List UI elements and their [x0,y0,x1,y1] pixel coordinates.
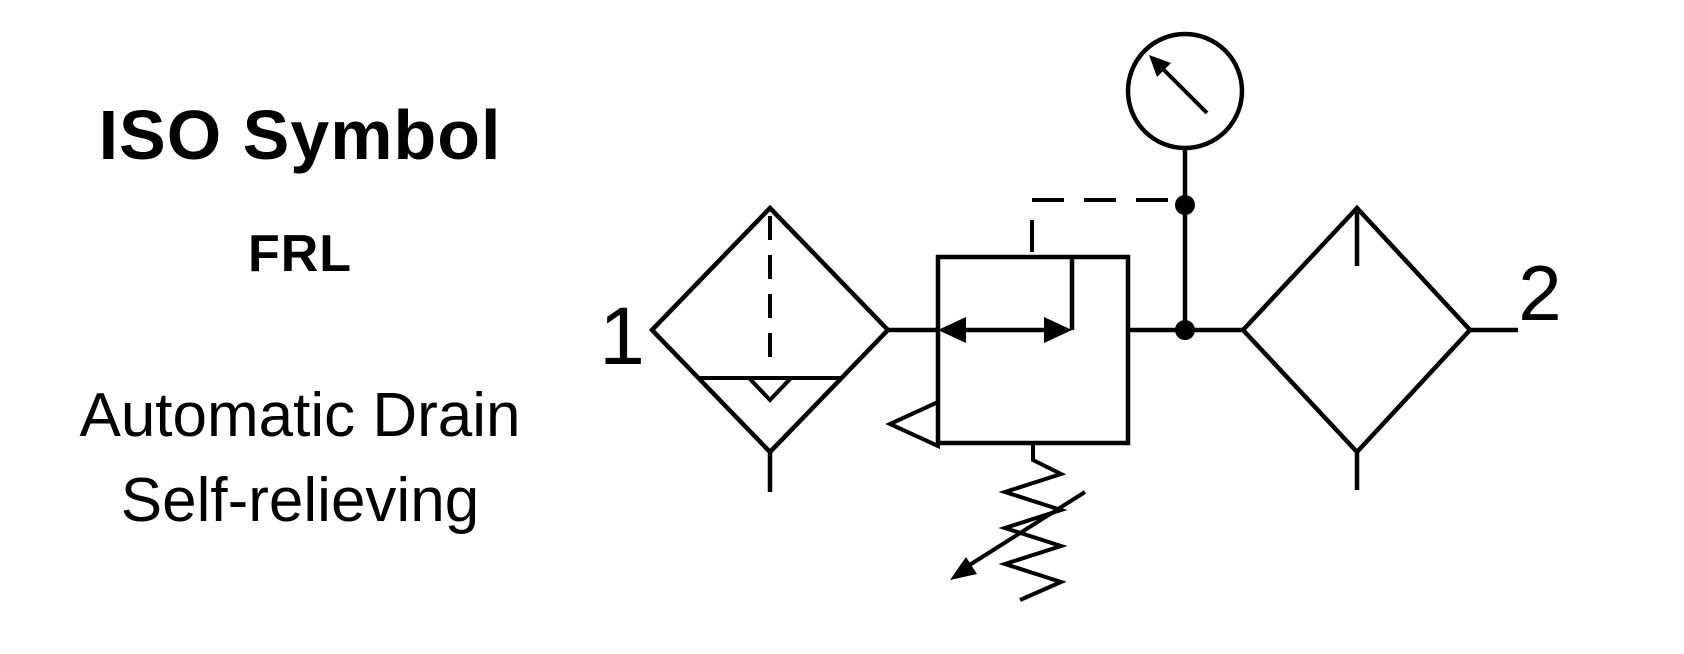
port-2-label: 2 [1518,249,1561,337]
spring-adjust-arrowhead-icon [950,557,977,580]
port-1-label: 1 [599,291,645,382]
regulator-icon [885,198,1172,602]
lubricator-icon [1239,204,1474,490]
auto-drain-triangle-icon [744,376,796,403]
gauge-needle-arrowhead-icon [1149,55,1171,77]
figure-title: ISO Symbol [98,96,502,174]
spring-icon [998,443,1068,602]
junction-dot-upper [1175,195,1195,215]
gauge-needle [1161,67,1209,115]
caption-line-1: Automatic Drain [79,381,521,450]
regulator-arrowhead-left-icon [938,317,966,343]
pressure-gauge-icon [1125,31,1245,340]
regulator-body [935,254,1131,446]
filter-auto-drain-icon [648,204,892,492]
title-block: ISO Symbol FRL Automatic Drain Self-reli… [0,0,600,654]
figure-subtitle: FRL [247,225,353,283]
caption-line-2: Self-relieving [120,466,480,535]
pilot-dashed-line [1030,198,1172,252]
regulator-arrowhead-right-icon [1044,317,1072,343]
filter-body [648,204,892,456]
relief-vent-triangle-icon [885,398,940,450]
spring-adjust-arrow-shaft [966,490,1087,568]
